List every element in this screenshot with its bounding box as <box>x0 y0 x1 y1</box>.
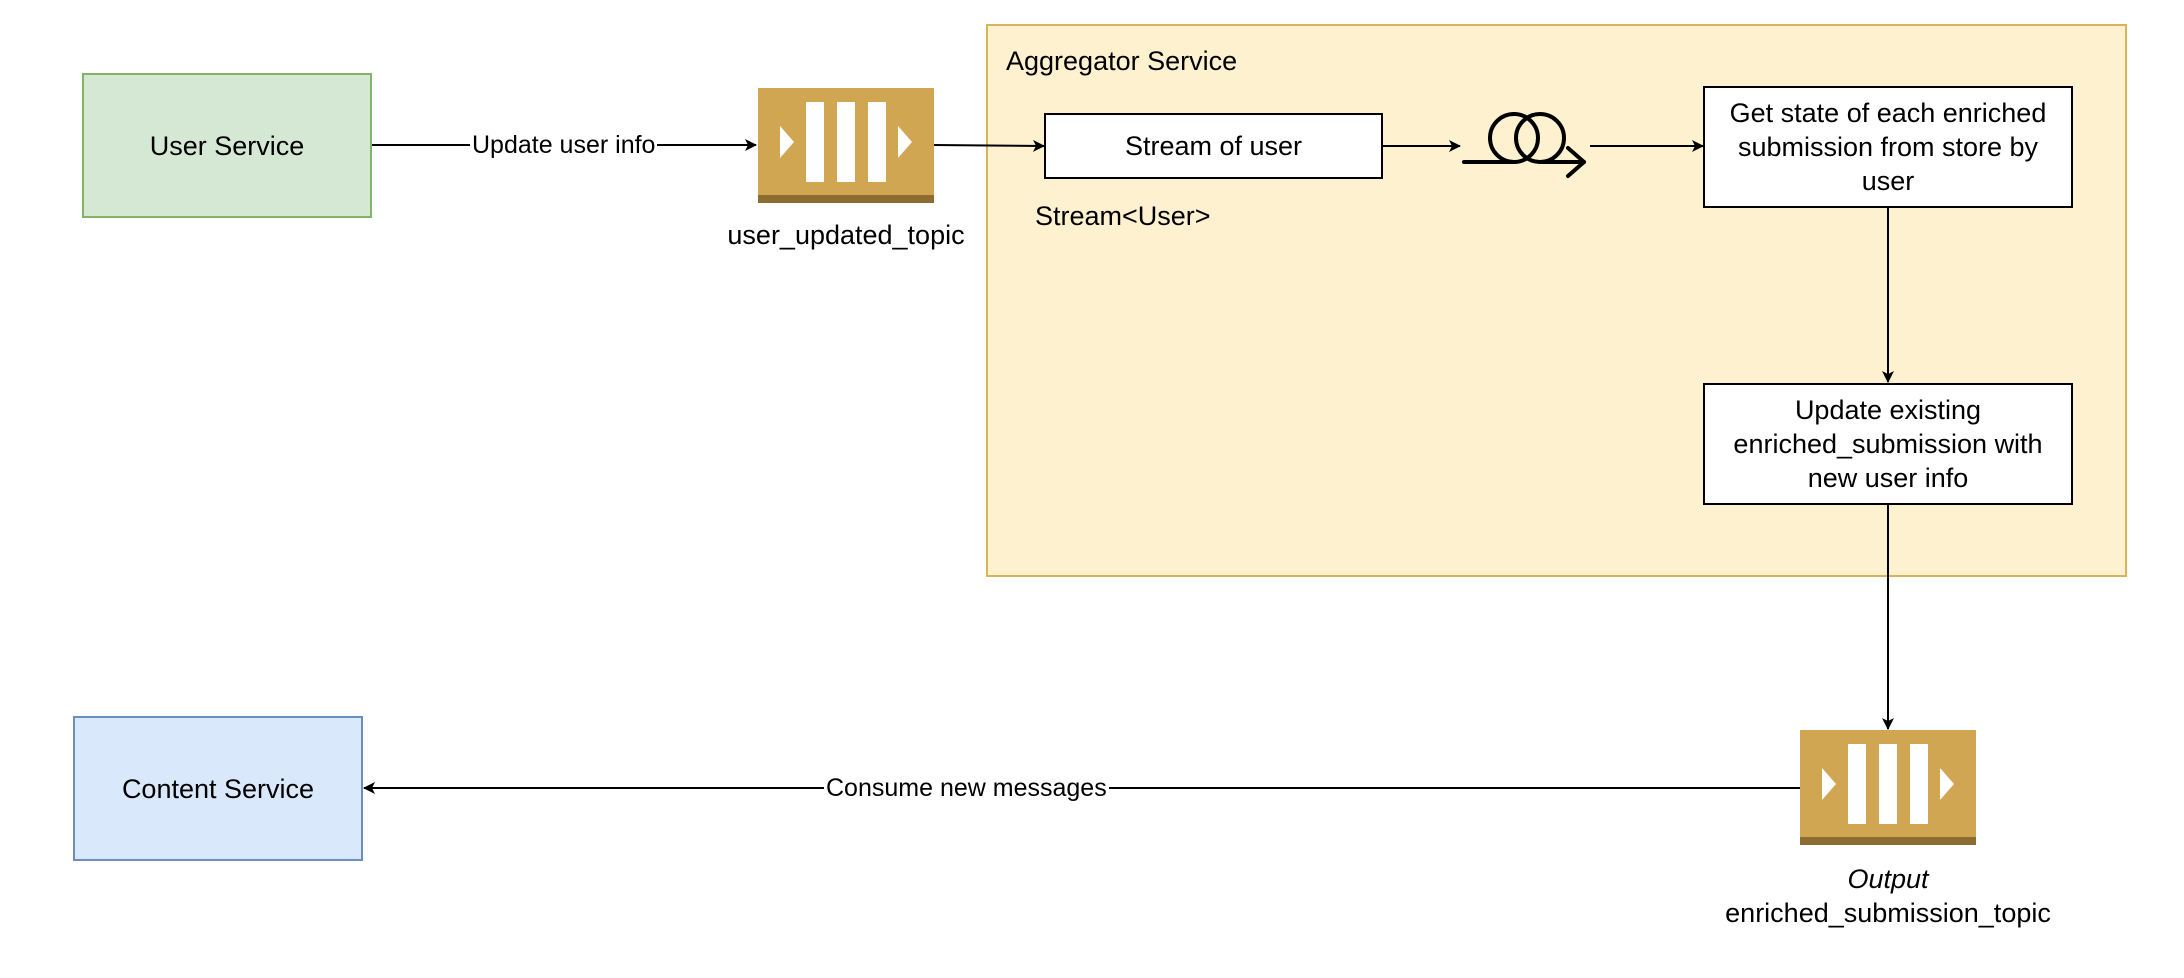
user-service-node[interactable]: User Service <box>82 73 372 218</box>
edge-label-consume-new-messages: Consume new messages <box>824 773 1109 803</box>
update-existing-label: Update existing enriched_submission with… <box>1733 395 2043 493</box>
content-service-node[interactable]: Content Service <box>73 716 363 861</box>
get-state-label: Get state of each enriched submission fr… <box>1729 98 2047 196</box>
edge-label-update-user-info: Update user info <box>470 130 658 160</box>
queue-icon <box>1800 730 1976 845</box>
stream-of-user-label: Stream of user <box>1124 131 1303 161</box>
stream-type-label: Stream<User> <box>1035 201 1211 231</box>
get-state-node[interactable]: Get state of each enriched submission fr… <box>1703 86 2073 208</box>
join-loop-icon <box>1462 112 1586 178</box>
enriched-submission-topic-label: enriched_submission_topic <box>1725 898 2051 928</box>
update-existing-node[interactable]: Update existing enriched_submission with… <box>1703 383 2073 505</box>
stream-of-user-node[interactable]: Stream of user <box>1044 113 1383 179</box>
join-node[interactable] <box>1460 106 1590 182</box>
edge-topic-to-stream <box>933 139 1045 152</box>
output-caption: Output <box>1847 864 1929 894</box>
enriched-submission-topic-node[interactable] <box>1800 730 1976 845</box>
user-service-label: User Service <box>149 130 305 161</box>
content-service-label: Content Service <box>121 773 315 804</box>
aggregator-service-title: Aggregator Service <box>1006 46 1238 76</box>
queue-icon <box>758 88 934 203</box>
user-updated-topic-label: user_updated_topic <box>727 220 965 250</box>
user-updated-topic-node[interactable] <box>758 88 934 203</box>
